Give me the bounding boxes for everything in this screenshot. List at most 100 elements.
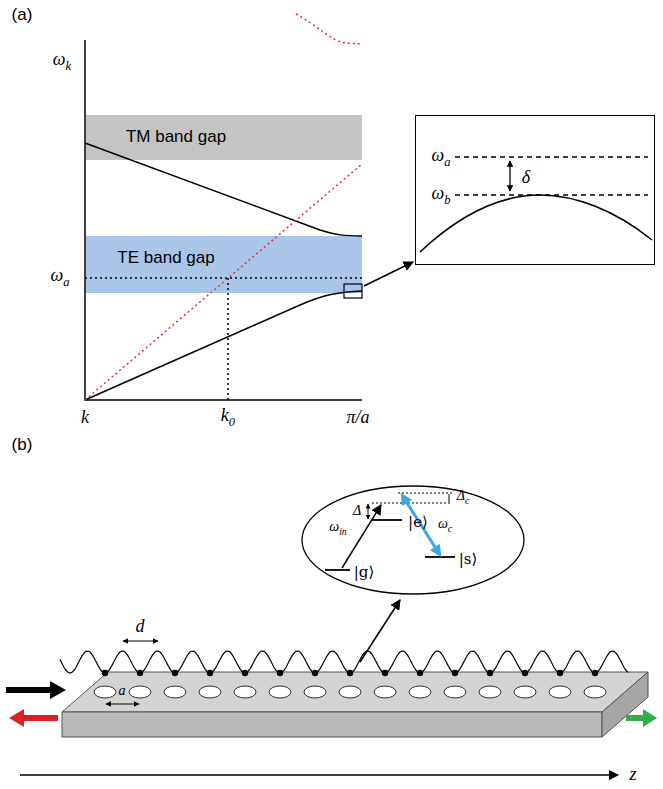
air-hole: [164, 686, 186, 698]
node-text: TE band gap: [117, 249, 214, 268]
symbol-base: Δ: [457, 488, 465, 503]
zoom-arrow: [364, 262, 413, 286]
te-band-gap: TE band gap: [86, 236, 362, 293]
figure-label: z: [629, 765, 636, 785]
transmitted-arrow: [626, 709, 657, 727]
symbol-subscript: in: [339, 526, 347, 537]
figure-label: ωk: [53, 50, 71, 73]
slab-side: [602, 672, 648, 737]
level-scheme: [325, 493, 455, 570]
wa-dotted-line: [85, 277, 362, 279]
atom-dot: [137, 670, 143, 676]
node-text: |s⟩: [459, 551, 478, 568]
figure-label: (b): [12, 436, 33, 455]
atom-zoom-arrow: [360, 600, 400, 662]
figure-label: ωa: [50, 266, 69, 289]
node-text: |g⟩: [354, 564, 375, 581]
inset-wa-line: [455, 156, 648, 157]
symbol-base: ω: [329, 519, 339, 534]
figure-label: d: [136, 617, 145, 637]
atom-dot: [242, 670, 248, 676]
figure-label: π/a: [346, 408, 369, 428]
air-hole: [234, 686, 256, 698]
node-text: Δ: [353, 503, 361, 518]
atom-dot: [382, 670, 388, 676]
node-text: ωc: [438, 516, 452, 535]
figure-label: k0: [221, 406, 235, 429]
atom-dot: [557, 670, 563, 676]
air-hole: [374, 686, 396, 698]
detuning-arrow: [509, 161, 510, 191]
lattice-a-arrow: [106, 703, 139, 704]
holes-wave-atoms: [60, 651, 628, 698]
air-hole: [269, 686, 291, 698]
air-hole: [479, 686, 501, 698]
atom-dot: [487, 670, 493, 676]
z-axis: [20, 774, 618, 776]
light-line-folded: [296, 14, 362, 44]
symbol-base: k: [221, 405, 229, 425]
node-text: ωb: [431, 184, 450, 207]
axes: [85, 40, 362, 400]
atom-dot: [592, 670, 598, 676]
symbol-subscript: b: [444, 193, 450, 207]
level-scheme-ellipse: |e⟩ΔΔcωinωc|g⟩|s⟩: [301, 485, 525, 595]
tm-band-curve: [85, 143, 362, 236]
node-text: TM band gap: [126, 128, 226, 147]
light-line: [85, 164, 362, 400]
figure-label: a: [119, 683, 126, 698]
air-hole: [514, 686, 536, 698]
figure-label: k: [81, 408, 89, 428]
air-hole: [94, 686, 116, 698]
te-band-curve: [85, 291, 362, 400]
air-hole: [129, 686, 151, 698]
k0-dotted-line: [227, 278, 229, 400]
slab-front: [62, 712, 602, 737]
atom-dot: [312, 670, 318, 676]
symbol-base: ω: [431, 183, 444, 203]
symbol-subscript: k: [66, 59, 72, 73]
symbol-base: ω: [53, 49, 66, 69]
atom-dot: [347, 670, 353, 676]
air-hole: [199, 686, 221, 698]
air-hole: [304, 686, 326, 698]
inset-box: ωaδωb: [415, 115, 655, 265]
node-text: ωin: [329, 519, 347, 538]
symbol-subscript: c: [448, 523, 452, 534]
air-hole: [339, 686, 361, 698]
symbol-base: ω: [50, 265, 63, 285]
node-text: Δc: [457, 488, 470, 507]
air-hole: [549, 686, 571, 698]
node-text: ωa: [431, 146, 450, 169]
slab-top: [62, 672, 648, 712]
period-d-arrow: [123, 640, 158, 641]
zoom-box: [344, 284, 362, 298]
atom-dot: [417, 670, 423, 676]
tm-band-gap: TM band gap: [86, 115, 362, 160]
atom-dot: [102, 670, 108, 676]
air-hole: [409, 686, 431, 698]
figure-label: (a): [12, 6, 33, 25]
symbol-base: ω: [438, 516, 448, 531]
atom-dot: [172, 670, 178, 676]
symbol-subscript: c: [465, 495, 469, 506]
symbol-base: ω: [431, 145, 444, 165]
atom-dot: [207, 670, 213, 676]
symbol-subscript: a: [444, 155, 450, 169]
input-arrow: [6, 681, 66, 699]
ellipse-outline: [301, 485, 525, 595]
node-text: δ: [522, 168, 530, 188]
standing-wave: [60, 651, 628, 673]
atom-dot: [522, 670, 528, 676]
reflected-arrow: [9, 709, 58, 727]
symbol-subscript: 0: [229, 415, 235, 429]
air-hole: [584, 686, 606, 698]
node-text: |e⟩: [408, 514, 428, 531]
band-edge-curve: [420, 195, 652, 252]
atom-dot: [452, 670, 458, 676]
symbol-subscript: a: [63, 275, 69, 289]
atom-dot: [277, 670, 283, 676]
